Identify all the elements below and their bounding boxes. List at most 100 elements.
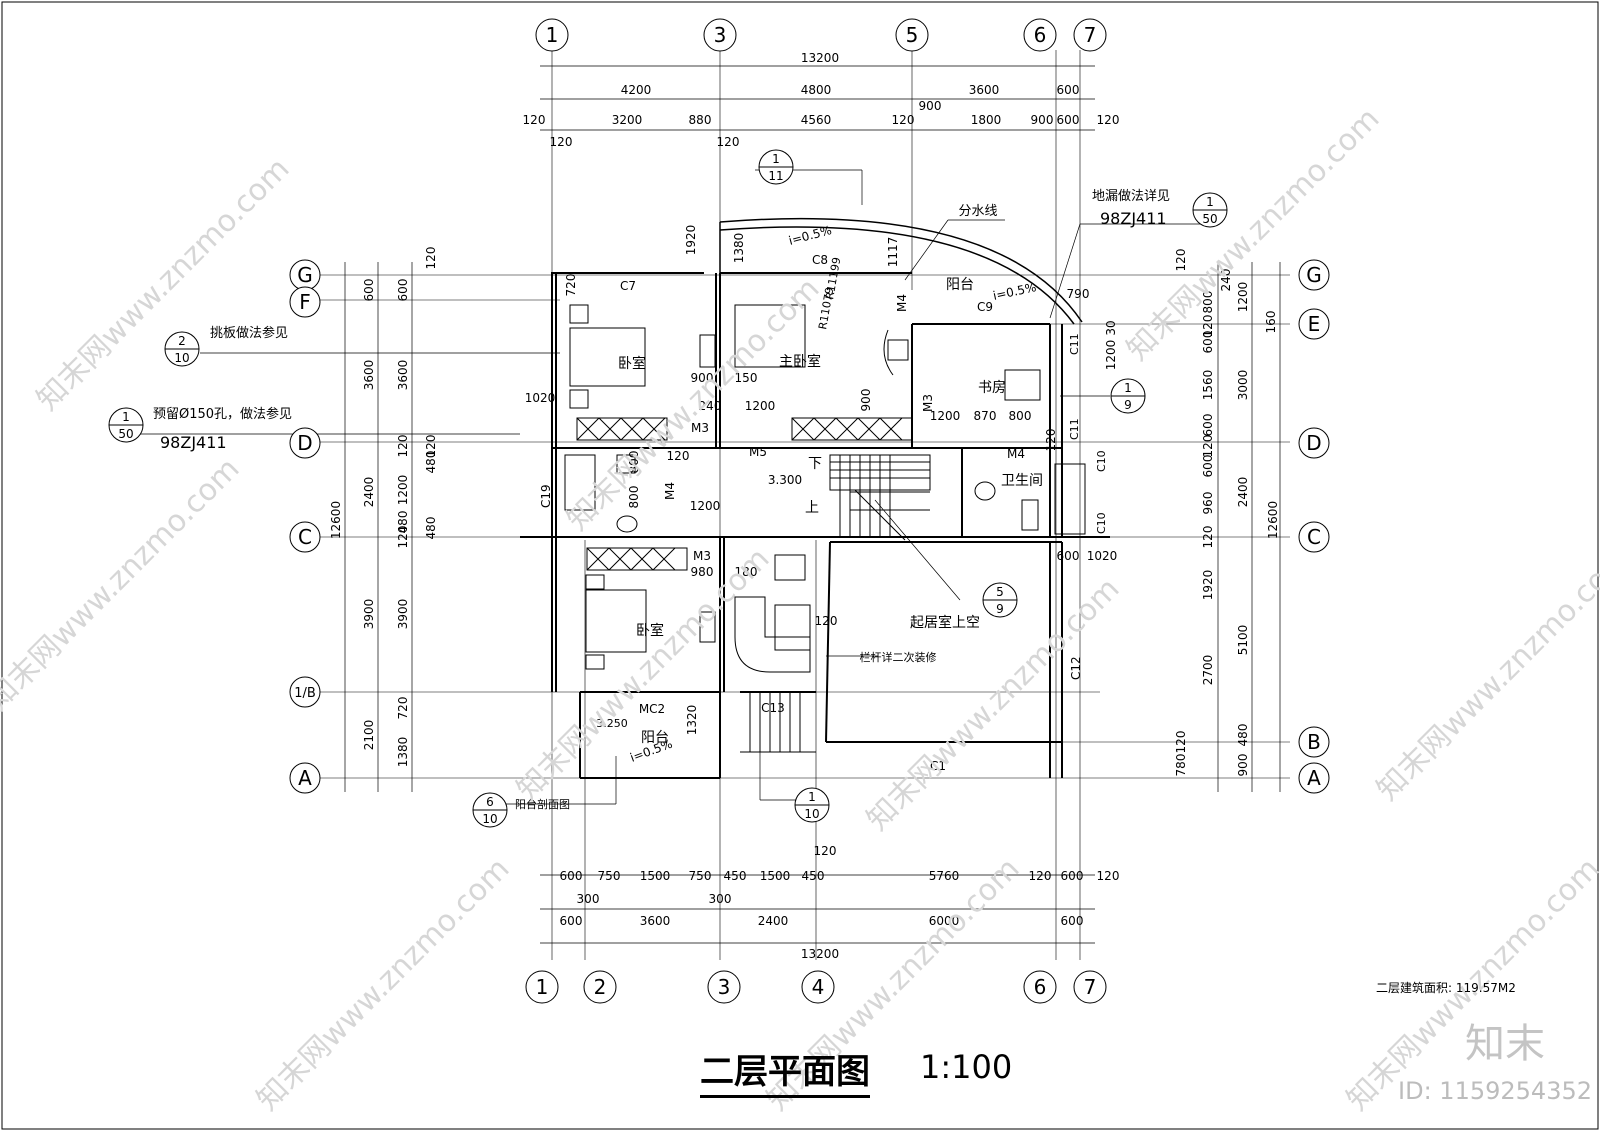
axis-label-right-B: B bbox=[1307, 730, 1321, 754]
dim-left-1-3: 3900 bbox=[362, 599, 376, 630]
dim-left-2-1: 3600 bbox=[396, 360, 410, 391]
dim-misc-1: 1380 bbox=[732, 233, 746, 264]
stair-down-label: 下 bbox=[808, 456, 822, 472]
dim-top-3-2: 880 bbox=[689, 113, 712, 127]
door-M3-a: M3 bbox=[691, 421, 709, 435]
axis-bubbles-top: 1 3 5 6 7 bbox=[535, 18, 1107, 52]
dim-left-2-8: 1380 bbox=[396, 737, 410, 768]
board-ref-top: 2 bbox=[178, 334, 186, 348]
axis-label-right-A: A bbox=[1307, 766, 1321, 790]
top-ref-bottom: 11 bbox=[768, 169, 783, 183]
axis-label-top-5: 5 bbox=[906, 23, 919, 47]
hole-note: 预留Ø150孔，做法参见 bbox=[153, 406, 292, 422]
dim-right-1-2: 2400 bbox=[1236, 477, 1250, 508]
railing-note: 栏杆详二次装修 bbox=[860, 650, 937, 664]
dim-top-2-1: 4800 bbox=[801, 83, 832, 97]
dim-bot-1-10: 120 bbox=[1097, 869, 1120, 883]
dim-left-2-3: 1200 bbox=[396, 475, 410, 506]
dim-bot-sub-2: 120 bbox=[814, 844, 837, 858]
dim-right-extra-4: 600 bbox=[1057, 549, 1080, 563]
dim-top-sub-1: 120 bbox=[717, 135, 740, 149]
window-C19: C19 bbox=[539, 484, 553, 508]
dim-right-1-4: 480 bbox=[1236, 724, 1250, 747]
door-M3-c: M3 bbox=[921, 394, 935, 412]
dim-misc-8: 1200 bbox=[745, 399, 776, 413]
door-M4-b: M4 bbox=[663, 482, 677, 500]
right-dimensions: 12600 1200 3000 2400 5100 480 900 240 80… bbox=[1057, 249, 1280, 777]
window-C11: C11 bbox=[1068, 333, 1081, 355]
axis-label-right-G: G bbox=[1306, 263, 1322, 287]
room-bathroom: 卫生间 bbox=[1001, 473, 1043, 489]
dim-right-2-6: 120 bbox=[1201, 435, 1215, 458]
dim-bot-2-3: 6000 bbox=[929, 914, 960, 928]
bottom-ref-bottom: 10 bbox=[804, 807, 819, 821]
room-bedroom-1: 卧室 bbox=[618, 355, 646, 372]
room-living-void: 起居室上空 bbox=[910, 614, 980, 631]
axis-label-top-6: 6 bbox=[1034, 23, 1047, 47]
top-ref-top: 1 bbox=[772, 152, 780, 166]
dim-top-2-2: 3600 bbox=[969, 83, 1000, 97]
dim-top-3-4: 120 bbox=[892, 113, 915, 127]
axis-label-bottom-1: 1 bbox=[536, 975, 549, 999]
dim-top-sub-0: 120 bbox=[550, 135, 573, 149]
drawing-scale: 1:100 bbox=[920, 1048, 1013, 1086]
stair-up-label: 上 bbox=[805, 500, 819, 516]
dim-top-3-6: 1800 bbox=[971, 113, 1002, 127]
window-C1: C1 bbox=[930, 759, 946, 773]
dim-right-extra-0: 120 bbox=[1174, 249, 1188, 272]
dim-left-1-1: 3600 bbox=[362, 360, 376, 391]
dim-bot-1-6: 450 bbox=[802, 869, 825, 883]
room-study: 书房 bbox=[978, 380, 1006, 396]
dim-bot-1-9: 600 bbox=[1061, 869, 1084, 883]
floor-drain-ref-top: 1 bbox=[1206, 195, 1214, 209]
axis-label-top-7: 7 bbox=[1084, 23, 1097, 47]
dim-right-2-8: 960 bbox=[1201, 492, 1215, 515]
elevation-3250: 3.250 bbox=[596, 717, 628, 730]
dim-bot-1-8: 120 bbox=[1029, 869, 1052, 883]
axis-label-bottom-4: 4 bbox=[812, 975, 825, 999]
dim-left-3-3: 120 bbox=[424, 435, 438, 458]
room-balcony-top: 阳台 bbox=[946, 277, 974, 293]
hole-ref-bottom: 50 bbox=[118, 427, 133, 441]
axis-label-right-C: C bbox=[1307, 525, 1321, 549]
dim-misc-18: 180 bbox=[735, 565, 758, 579]
dim-top-3-7: 900 bbox=[1031, 113, 1054, 127]
dim-bot-1-7: 5760 bbox=[929, 869, 960, 883]
dim-bot-total: 13200 bbox=[801, 947, 839, 961]
curved-balcony bbox=[719, 217, 1083, 325]
dim-left-2-4: 480 bbox=[396, 511, 410, 534]
door-M4-c: M4 bbox=[1007, 447, 1025, 461]
axis-bubbles-left: G F D C 1/B A bbox=[289, 259, 321, 794]
dim-misc-12: 800 bbox=[1009, 409, 1032, 423]
dim-right-2-12: 120 bbox=[1174, 731, 1188, 754]
dim-bot-1-4: 450 bbox=[724, 869, 747, 883]
dim-left-1-4: 2100 bbox=[362, 720, 376, 751]
dim-misc-5: 900 bbox=[691, 371, 714, 385]
void-ref-top: 5 bbox=[996, 585, 1004, 599]
dim-right-1-0: 1200 bbox=[1236, 282, 1250, 313]
callouts: 分水线 地漏做法详见 98ZJ411 1 50 挑板做法参见 2 10 预留Ø1… bbox=[108, 149, 1228, 828]
axis-label-left-C: C bbox=[298, 525, 312, 549]
axis-label-right-E: E bbox=[1308, 312, 1321, 336]
room-bedroom-2: 卧室 bbox=[636, 622, 664, 639]
window-C8: C8 bbox=[812, 253, 828, 267]
dim-right-2-3: 600 bbox=[1201, 331, 1215, 354]
bottom-dimensions: 600 750 1500 750 450 1500 450 5760 120 6… bbox=[560, 844, 1120, 961]
window-C9: C9 bbox=[977, 300, 993, 314]
dim-right-2-9: 120 bbox=[1201, 526, 1215, 549]
right-ref-bottom: 9 bbox=[1124, 398, 1132, 412]
dim-right-1-3: 5100 bbox=[1236, 625, 1250, 656]
dim-misc-7: 240 bbox=[699, 399, 722, 413]
dim-misc-9: 900 bbox=[859, 389, 873, 412]
area-value: 119.57M2 bbox=[1455, 981, 1516, 995]
dim-bot-2-1: 3600 bbox=[640, 914, 671, 928]
elevation-3300: 3.300 bbox=[768, 473, 802, 487]
dim-misc-2: 1117 bbox=[886, 237, 900, 268]
divide-line-note: 分水线 bbox=[958, 204, 997, 219]
board-ref-bottom: 10 bbox=[174, 351, 189, 365]
dim-right-2-1: 800 bbox=[1201, 291, 1215, 314]
dim-left-3-2: 480 bbox=[424, 451, 438, 474]
board-note: 挑板做法参见 bbox=[210, 325, 288, 341]
